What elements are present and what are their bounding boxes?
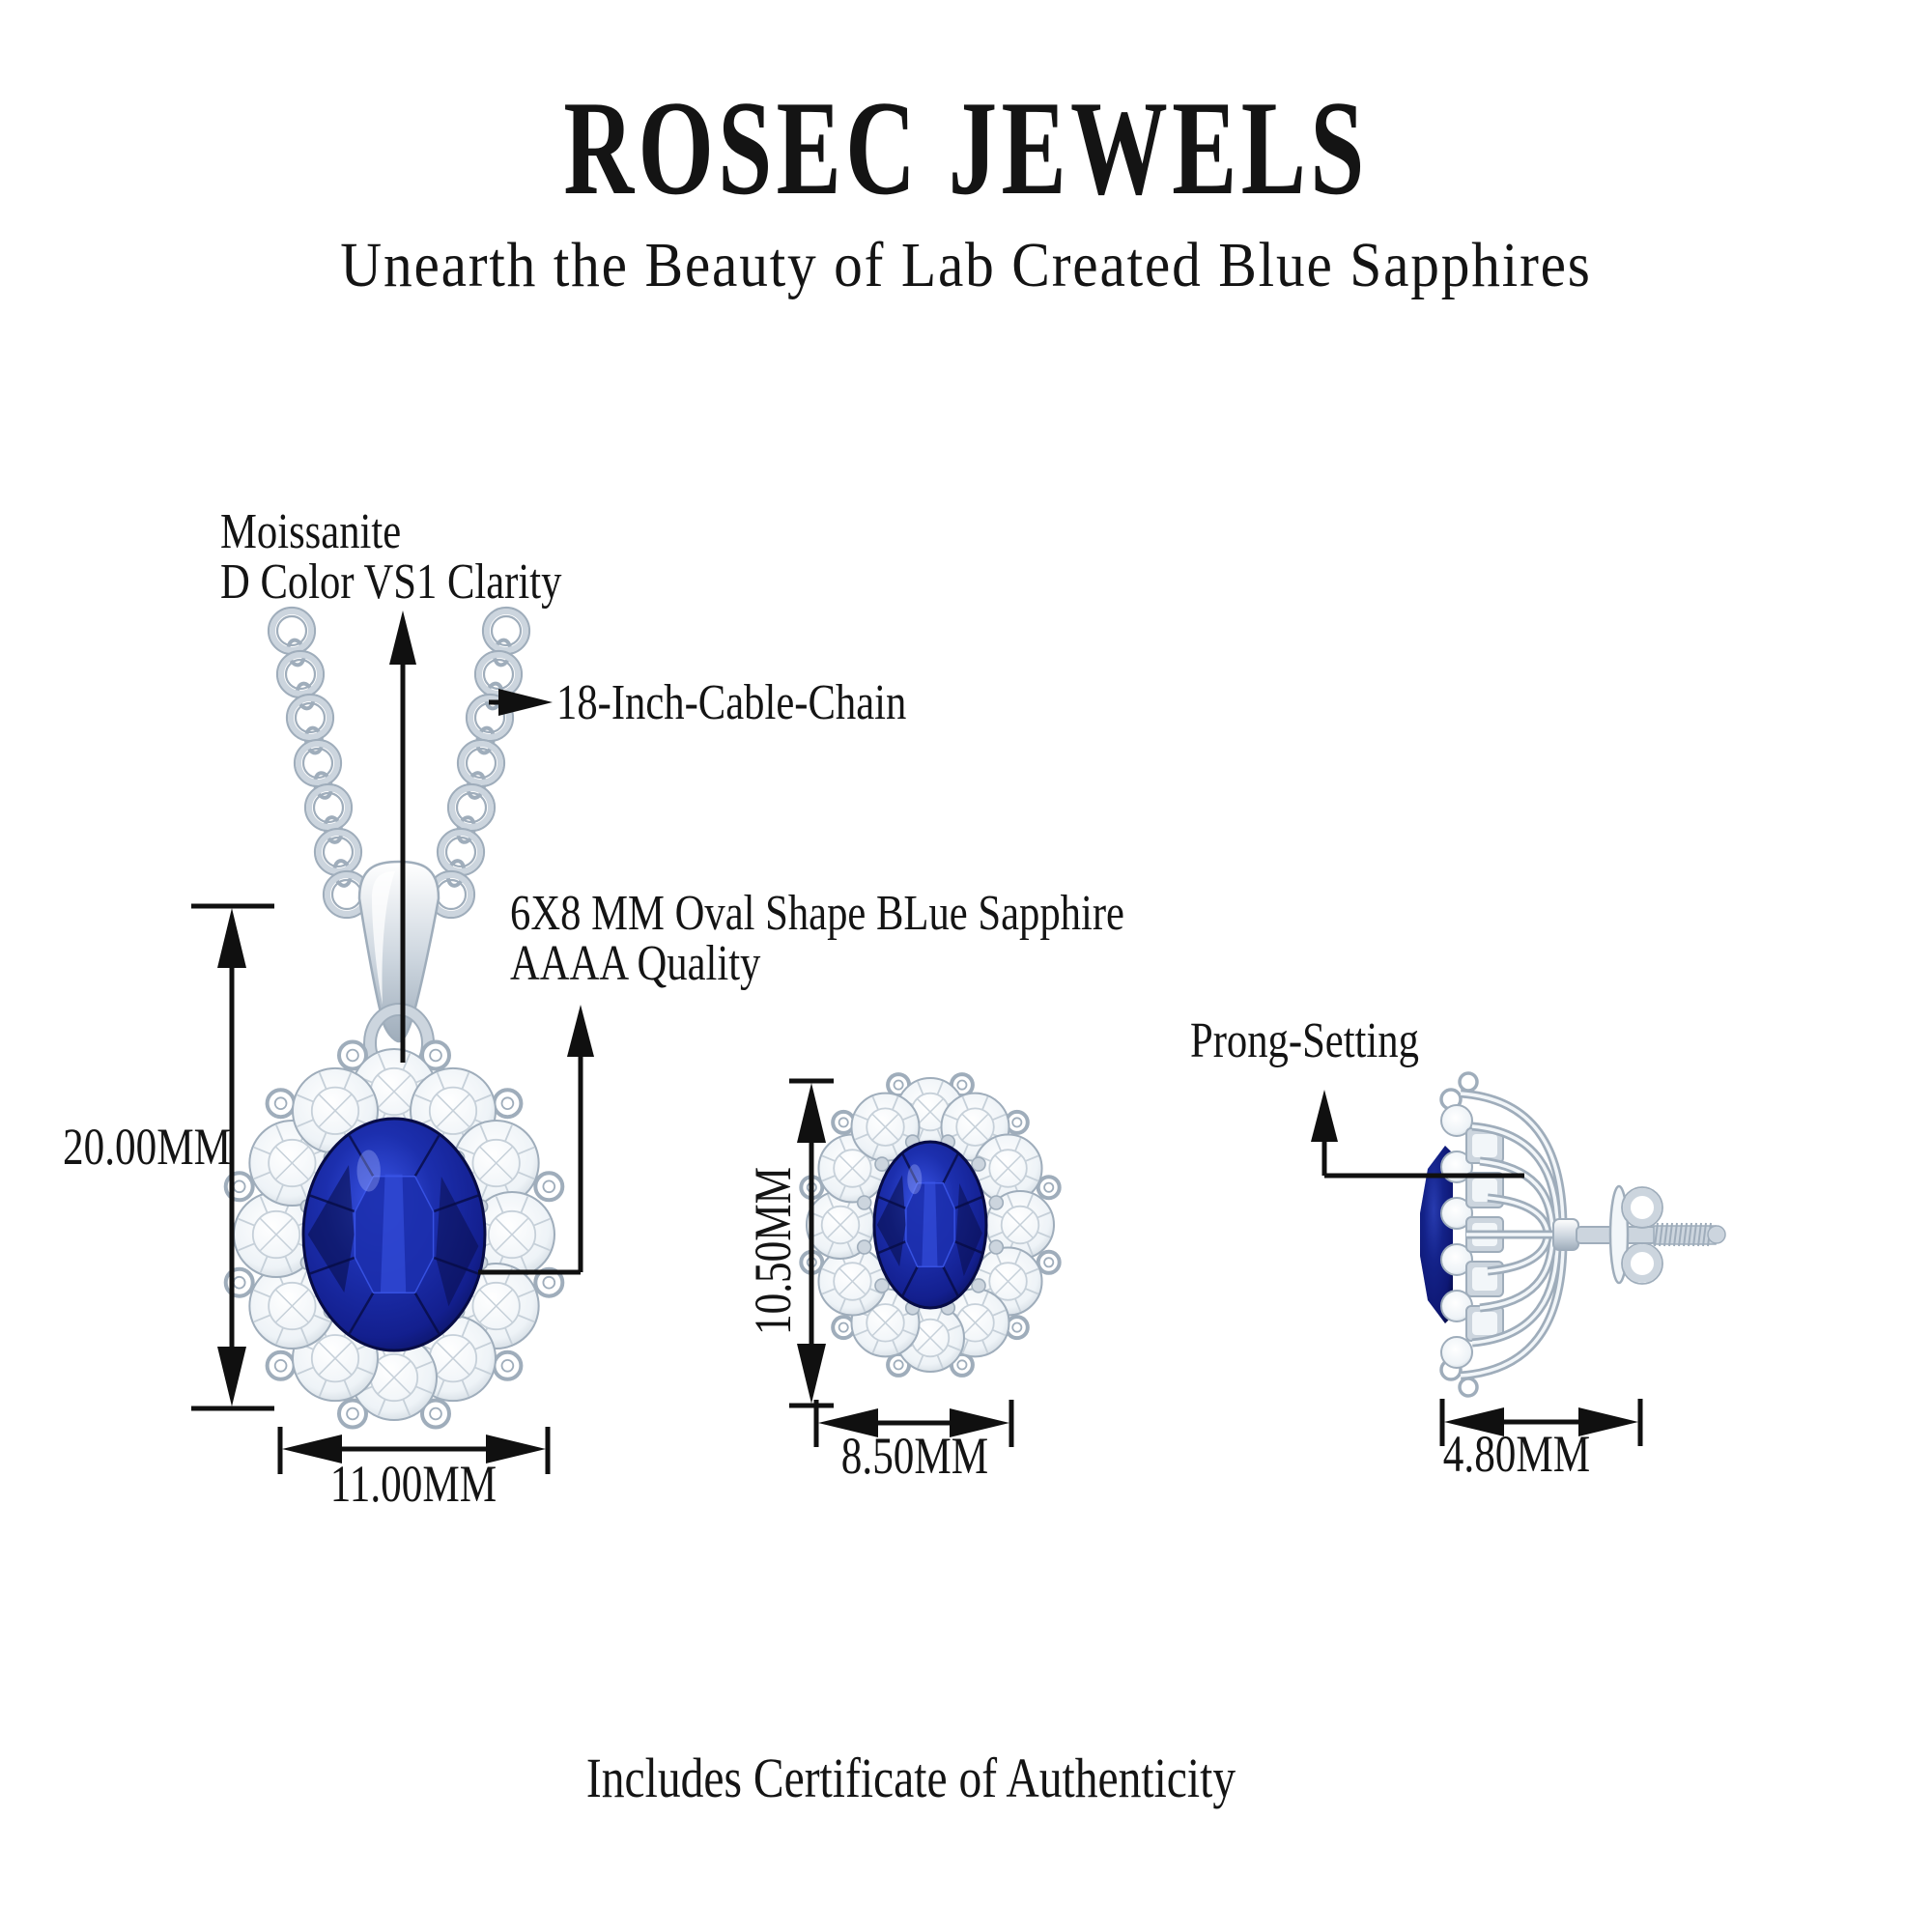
earring-side bbox=[1420, 1071, 1726, 1398]
earring-depth-dimension bbox=[1439, 1399, 1643, 1446]
pendant-width-label: 11.00MM bbox=[329, 1455, 497, 1513]
prong-annotation-arrow bbox=[1311, 1090, 1524, 1179]
earring-front bbox=[799, 1072, 1062, 1378]
stone-annotation-arrow bbox=[478, 1005, 594, 1275]
brand-title: ROSEC JEWELS bbox=[563, 73, 1369, 223]
pendant-chain bbox=[267, 606, 531, 920]
pendant-height-dimension bbox=[191, 903, 274, 1411]
pendant-width-dimension bbox=[277, 1427, 551, 1474]
halo-annotation-line1: Moissanite bbox=[220, 504, 402, 559]
tagline: Unearth the Beauty of Lab Created Blue S… bbox=[340, 230, 1592, 300]
earring-height-label: 10.50MM bbox=[744, 1166, 802, 1336]
stone-annotation-line1: 6X8 MM Oval Shape BLue Sapphire bbox=[510, 886, 1124, 941]
halo-annotation-line2: D Color VS1 Clarity bbox=[220, 554, 562, 610]
stone-annotation-line2: AAAA Quality bbox=[510, 936, 761, 991]
earring-depth-label: 4.80MM bbox=[1442, 1425, 1591, 1483]
chain-annotation: 18-Inch-Cable-Chain bbox=[556, 675, 907, 730]
pendant-height-label: 20.00MM bbox=[63, 1118, 232, 1176]
prong-setting-annotation: Prong-Setting bbox=[1190, 1013, 1419, 1068]
pendant-center-stone bbox=[301, 1117, 487, 1352]
earring-width-dimension bbox=[813, 1400, 1014, 1447]
chain-annotation-arrow bbox=[489, 689, 553, 716]
earring-width-label: 8.50MM bbox=[840, 1427, 989, 1485]
halo-stone-annotation: Moissanite D Color VS1 Clarity bbox=[220, 507, 561, 608]
earring-height-dimension bbox=[789, 1078, 834, 1408]
halo-annotation-arrow bbox=[389, 611, 416, 1063]
certificate-note: Includes Certificate of Authenticity bbox=[585, 1747, 1236, 1809]
center-stone-annotation: 6X8 MM Oval Shape BLue Sapphire AAAA Qua… bbox=[510, 889, 1124, 989]
